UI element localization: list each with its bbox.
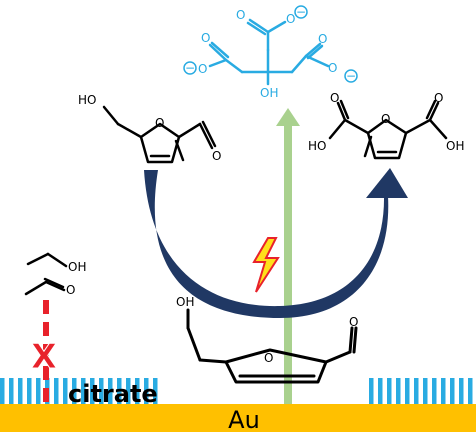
adsorbed-hmf-labels: OH O O bbox=[176, 295, 358, 365]
conversion-arrow bbox=[144, 168, 408, 318]
svg-text:O: O bbox=[318, 32, 327, 46]
ethanol-acetaldehyde bbox=[24, 252, 68, 296]
hmf-molecule bbox=[102, 105, 217, 164]
hmf-atom-labels: HO O O bbox=[78, 93, 221, 163]
svg-text:O: O bbox=[381, 112, 390, 126]
svg-text:O: O bbox=[155, 116, 164, 130]
citrate-charge-icons: − − − bbox=[183, 5, 358, 83]
svg-text:OH: OH bbox=[68, 260, 86, 274]
adsorbed-hmf-molecule bbox=[186, 308, 358, 384]
svg-text:OH: OH bbox=[176, 295, 194, 309]
citrate-atom-labels: O O O O O O OH bbox=[198, 8, 337, 100]
svg-text:−: − bbox=[346, 69, 356, 83]
gold-surface bbox=[0, 404, 476, 432]
svg-text:O: O bbox=[330, 91, 339, 105]
svg-text:O: O bbox=[212, 149, 221, 163]
lightning-bolt-icon bbox=[252, 237, 280, 293]
svg-text:O: O bbox=[286, 12, 295, 26]
citrate-label: citrate bbox=[68, 380, 158, 408]
svg-text:O: O bbox=[201, 31, 210, 45]
svg-text:HO: HO bbox=[78, 93, 96, 107]
svg-text:−: − bbox=[296, 5, 306, 19]
svg-text:−: − bbox=[185, 61, 195, 75]
svg-text:HO: HO bbox=[308, 139, 326, 153]
vertical-arrow bbox=[276, 108, 300, 404]
svg-text:O: O bbox=[264, 351, 273, 365]
svg-text:O: O bbox=[198, 62, 207, 76]
citrate-molecule bbox=[208, 18, 330, 86]
x-mark-icon: X bbox=[31, 337, 57, 377]
svg-text:OH: OH bbox=[446, 139, 464, 153]
ethanol-acetaldehyde-labels: OH O bbox=[66, 260, 86, 297]
citrate-layer-right bbox=[368, 378, 476, 404]
svg-text:OH: OH bbox=[260, 86, 278, 100]
citrate-layer-left bbox=[0, 378, 158, 404]
fdca-atom-labels: O O O HO OH bbox=[308, 91, 464, 153]
fdca-molecule bbox=[328, 99, 448, 160]
svg-text:O: O bbox=[434, 91, 443, 105]
svg-text:O: O bbox=[66, 283, 75, 297]
svg-text:O: O bbox=[349, 315, 358, 329]
surface-label: Au bbox=[228, 406, 260, 432]
svg-text:O: O bbox=[236, 8, 245, 22]
svg-text:O: O bbox=[328, 61, 337, 75]
